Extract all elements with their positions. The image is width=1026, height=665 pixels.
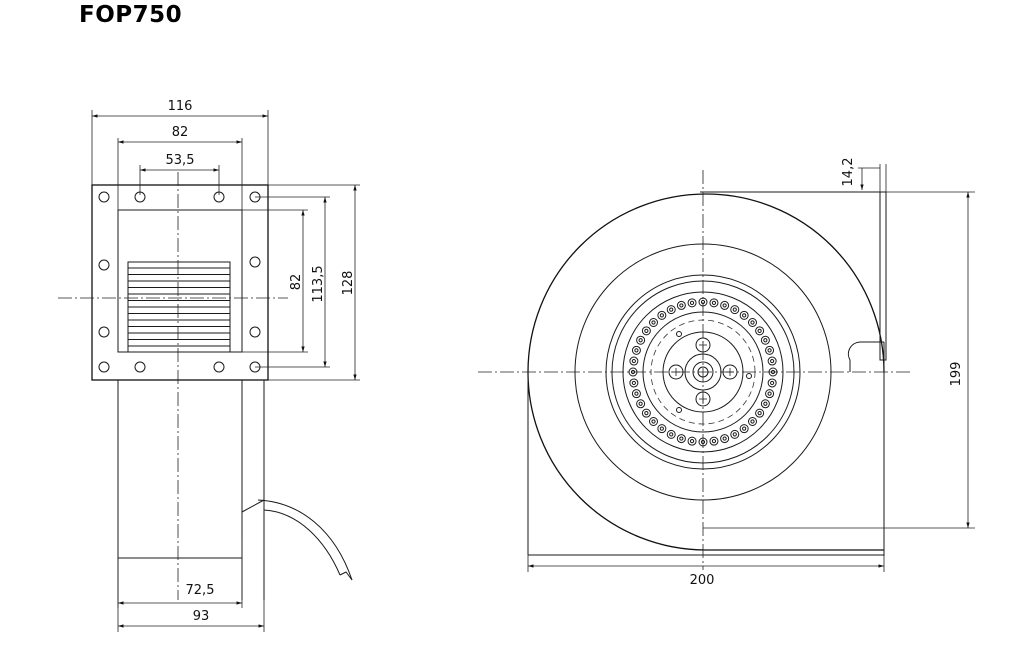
blade-hole [676, 434, 686, 444]
label-93: 93 [193, 609, 210, 624]
label-82-top: 82 [172, 125, 189, 140]
blade-hole [760, 335, 770, 345]
blade-hole [709, 436, 719, 446]
blade-hole [649, 416, 659, 426]
label-72-5: 72,5 [186, 583, 215, 598]
impeller-blades [628, 297, 778, 447]
blade-hole [631, 345, 641, 355]
blade-hole [641, 326, 651, 336]
label-14-2: 14,2 [841, 158, 856, 187]
dimension-199: 199 [703, 191, 975, 529]
outlet-grille [127, 261, 231, 353]
label-128: 128 [341, 271, 356, 296]
blade-hole [687, 298, 697, 308]
blade-hole [636, 335, 646, 345]
blade-hole [720, 434, 730, 444]
blade-hole [636, 399, 646, 409]
mounting-hole [98, 191, 110, 203]
small-hole [676, 407, 682, 413]
outlet-flange [879, 191, 887, 361]
front-view: 14,2 199 200 [478, 158, 975, 588]
mounting-hole [213, 361, 225, 373]
blade-hole [730, 305, 740, 315]
mounting-hole [98, 326, 110, 338]
blade-hole [747, 416, 757, 426]
mounting-hole [249, 326, 261, 338]
dimension-82-top: 82 [117, 125, 243, 210]
housing-scroll-top [527, 193, 885, 373]
blade-hole [687, 436, 697, 446]
blade-hole [666, 305, 676, 315]
mounting-hole [249, 256, 261, 268]
dimension-113-5: 113,5 [255, 196, 330, 368]
small-hole [676, 331, 682, 337]
label-82-vertical: 82 [289, 274, 304, 291]
blade-hole [641, 408, 651, 418]
label-199: 199 [949, 362, 964, 387]
dimension-128: 128 [268, 184, 360, 381]
label-113-5: 113,5 [311, 265, 326, 302]
mounting-holes [98, 191, 261, 373]
blade-hole [755, 408, 765, 418]
dimension-14-2: 14,2 [841, 158, 887, 192]
mounting-hole [98, 259, 110, 271]
small-hole [746, 373, 752, 379]
label-116: 116 [168, 99, 193, 114]
dimension-53-5: 53,5 [139, 153, 220, 195]
blade-hole [747, 318, 757, 328]
dimension-72-5: 72,5 [117, 540, 243, 608]
flange-outline [91, 184, 269, 381]
side-view: 116 82 53,5 82 113,5 [58, 99, 360, 632]
blade-hole [767, 378, 777, 388]
page-title: FOP750 [79, 2, 183, 28]
blade-hole [709, 298, 719, 308]
blade-hole [765, 345, 775, 355]
dimension-82-vertical: 82 [242, 209, 308, 353]
housing-scroll-bottom [527, 371, 884, 551]
blade-hole [657, 310, 667, 320]
power-cable [257, 499, 353, 581]
blade-hole [629, 356, 639, 366]
blade-hole [730, 429, 740, 439]
dimension-116: 116 [91, 99, 269, 185]
dimension-200: 200 [527, 555, 885, 588]
label-200: 200 [690, 573, 715, 588]
power-cable-edge [263, 509, 341, 576]
blade-hole [666, 429, 676, 439]
blade-hole [657, 424, 667, 434]
blade-hole [649, 318, 659, 328]
mounting-hole [134, 361, 146, 373]
blade-hole [629, 378, 639, 388]
blade-hole [767, 356, 777, 366]
label-53-5: 53,5 [166, 153, 195, 168]
blade-hole [739, 424, 749, 434]
blade-hole [676, 300, 686, 310]
blade-hole [739, 310, 749, 320]
blade-hole [765, 389, 775, 399]
blade-hole [631, 389, 641, 399]
blade-hole [760, 399, 770, 409]
blade-hole [720, 300, 730, 310]
dimension-93: 93 [117, 600, 265, 632]
mounting-hole [98, 361, 110, 373]
blade-hole [755, 326, 765, 336]
